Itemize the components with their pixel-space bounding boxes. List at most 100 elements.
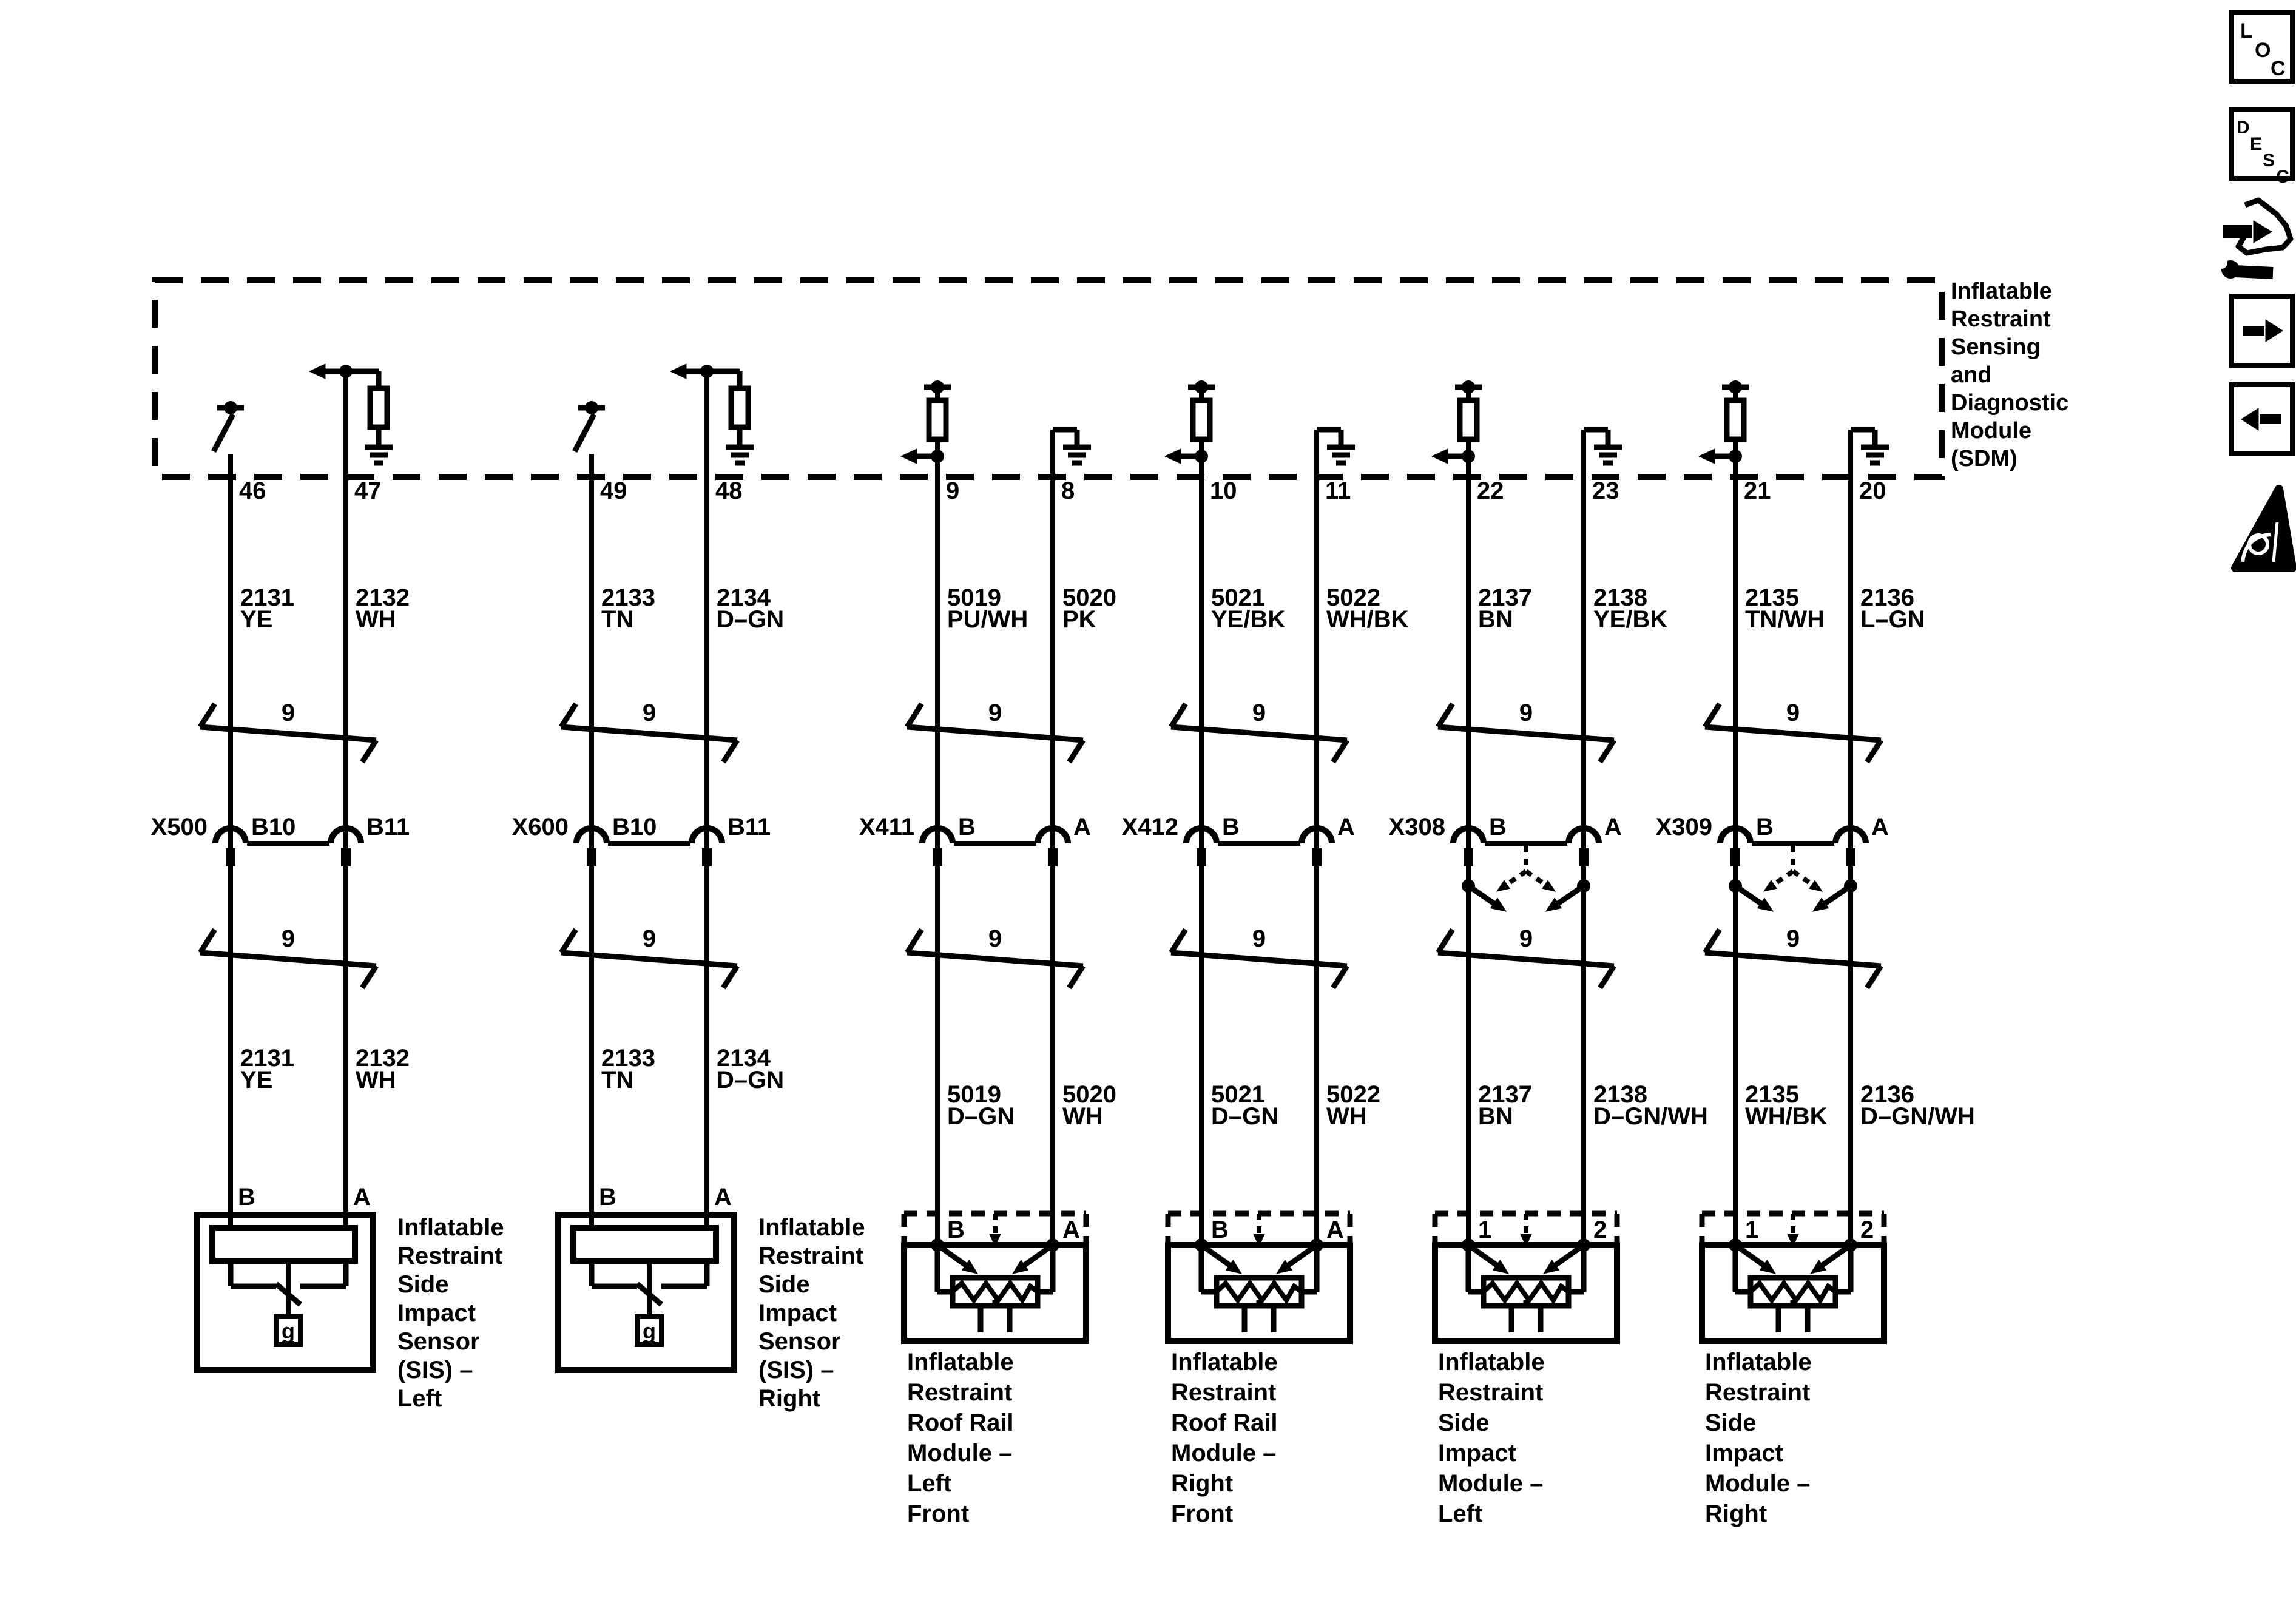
wire-color: TN/WH xyxy=(1745,606,1825,633)
harness-crossing-hook xyxy=(1436,928,1455,954)
loc-box xyxy=(2229,10,2295,84)
connector-pin-icon xyxy=(702,848,712,866)
connector-pin-icon xyxy=(341,848,351,866)
connector-cavity: B11 xyxy=(366,814,410,840)
wire-color: D–GN xyxy=(717,606,784,633)
wire xyxy=(1820,883,1852,908)
harness-crossing-label: 9 xyxy=(1252,700,1266,726)
component-pin-label: B xyxy=(599,1184,616,1210)
wire-circuit-number: 5020 xyxy=(1062,584,1116,611)
connector-socket-icon xyxy=(689,825,725,844)
component-pin-label: 2 xyxy=(1860,1217,1874,1243)
connector-pin-icon xyxy=(1464,848,1473,866)
previous-page-button[interactable] xyxy=(2229,382,2295,456)
resistor-icon xyxy=(1724,397,1747,442)
ground-icon xyxy=(1594,444,1622,466)
switch-blade-icon xyxy=(211,413,235,453)
harness-crossing-line xyxy=(1437,950,1615,969)
wire xyxy=(1734,1243,1769,1270)
arrowhead xyxy=(1787,1234,1799,1247)
wire-color: YE xyxy=(240,1067,272,1093)
ground-icon xyxy=(1861,444,1889,466)
harness-crossing-hook xyxy=(721,964,740,990)
harness-crossing-hook xyxy=(1331,964,1349,990)
harness-crossing-line xyxy=(1437,724,1615,743)
wire-color: BN xyxy=(1478,606,1513,633)
component-label-line: Left xyxy=(397,1385,442,1412)
connector-cavity: A xyxy=(1337,814,1355,840)
wire-color: YE/BK xyxy=(1593,606,1667,633)
procedure-pointer-button[interactable] xyxy=(2215,197,2294,279)
next-box xyxy=(2229,294,2295,368)
component-pin-label: B xyxy=(1211,1217,1229,1243)
next-page-button[interactable] xyxy=(2229,294,2295,368)
sdm-title-line: Restraint xyxy=(1951,306,2051,332)
junction-dot xyxy=(1729,380,1742,394)
component-label-line: Inflatable xyxy=(1171,1349,1278,1376)
component-label-line: Impact xyxy=(1438,1440,1516,1467)
sensor-element xyxy=(209,1225,358,1264)
ground-icon xyxy=(1063,444,1091,466)
arrowhead xyxy=(1542,880,1556,892)
wire-color: PK xyxy=(1062,606,1096,633)
component-label-line: Side xyxy=(397,1271,448,1298)
harness-crossing-line xyxy=(1704,950,1882,969)
harness-crossing-hook xyxy=(905,702,924,729)
wire xyxy=(1200,1243,1235,1270)
desc-letter: C xyxy=(2276,167,2289,187)
component-label-line: Roof Rail xyxy=(907,1409,1014,1436)
wire-color: D–GN/WH xyxy=(1593,1103,1708,1130)
component-label-line: Front xyxy=(1171,1501,1233,1527)
arrowhead xyxy=(1490,897,1507,912)
harness-crossing-hook xyxy=(1169,928,1188,954)
sdm-internal-symbols xyxy=(1164,380,1355,466)
harness-crossing-hook xyxy=(1865,964,1883,990)
harness-crossing-line xyxy=(907,950,1084,969)
component-label-line: Module – xyxy=(1705,1470,1810,1497)
loc-letter: L xyxy=(2240,19,2253,42)
harness-crossing-hook xyxy=(1865,738,1883,764)
component-label-line: Right xyxy=(1705,1501,1767,1527)
loc-button[interactable]: LOC xyxy=(2229,10,2295,84)
arrowhead xyxy=(1545,897,1562,912)
sdm-internal-symbols xyxy=(900,380,1091,466)
previous-box xyxy=(2229,382,2295,456)
wire-color: WH xyxy=(356,606,396,633)
sdm-title-line: Sensing xyxy=(1951,334,2041,360)
connector-name: X309 xyxy=(1656,814,1712,840)
arrowhead xyxy=(1275,1260,1293,1274)
component-label-line: Right xyxy=(758,1385,820,1412)
connector-socket-icon xyxy=(1183,825,1220,844)
wire-circuit-number: 2135 xyxy=(1745,584,1799,611)
harness-crossing-hook xyxy=(360,964,379,990)
harness-crossing-label: 9 xyxy=(643,925,656,952)
connector-cavity: A xyxy=(1073,814,1091,840)
connector-socket-icon xyxy=(1298,825,1335,844)
wire xyxy=(1734,883,1766,908)
component-label-line: Inflatable xyxy=(758,1214,865,1241)
component-label-line: Inflatable xyxy=(1438,1349,1545,1376)
ground-icon xyxy=(1327,444,1355,466)
arrowhead xyxy=(1492,1260,1510,1274)
wire-color: BN xyxy=(1478,1103,1513,1130)
switch-blade-icon xyxy=(572,413,596,453)
g-sensor-box xyxy=(274,1314,303,1347)
sdm-internal-symbols xyxy=(572,363,754,466)
harness-crossing-hook xyxy=(559,702,578,729)
arrowhead xyxy=(1812,897,1829,912)
wire-circuit-number: 5021 xyxy=(1211,1081,1265,1108)
